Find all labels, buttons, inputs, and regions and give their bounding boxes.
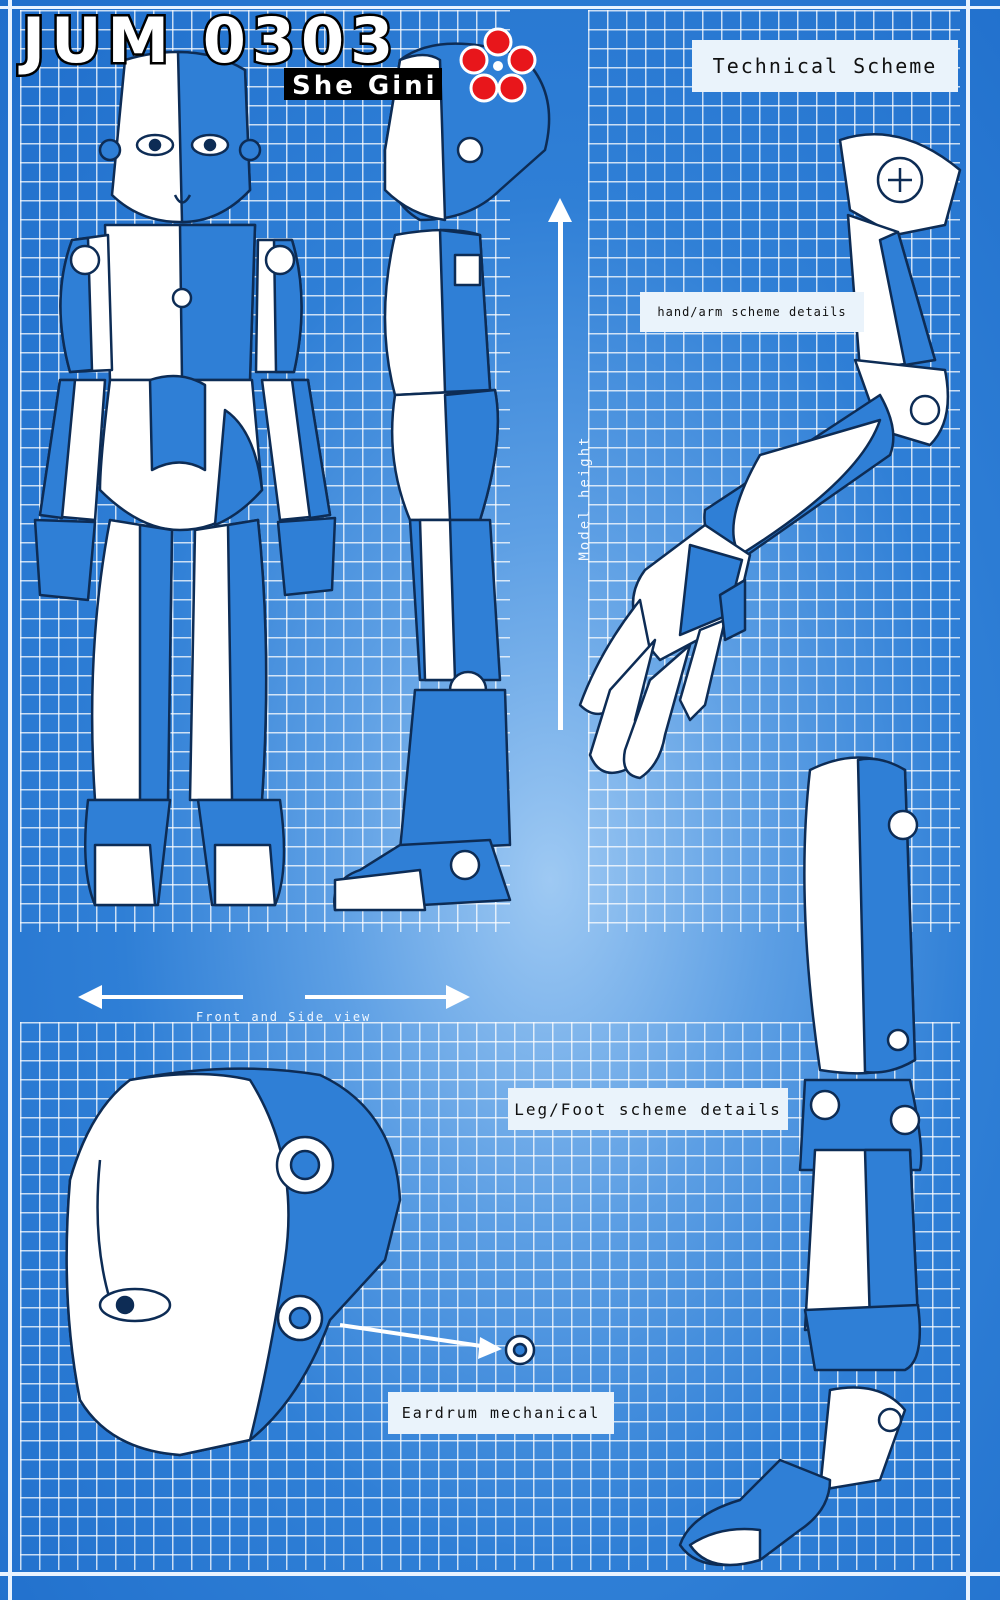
head-detail-figure — [65, 1067, 536, 1457]
frame-right — [966, 0, 970, 1600]
side-view-figure — [333, 42, 551, 912]
logo-title: JUM 0303 She Gini — [16, 2, 537, 103]
leg-detail-figure — [678, 756, 923, 1567]
eardrum-label: Eardrum mechanical — [388, 1392, 614, 1434]
model-height-label: Model height — [577, 435, 593, 561]
frame-left — [8, 0, 12, 1600]
frame-bottom — [0, 1572, 1000, 1576]
arm-detail-figure — [578, 133, 962, 780]
front-side-label: Front and Side view — [196, 1010, 372, 1024]
eardrum-pointer-arrow — [339, 1323, 502, 1359]
technical-scheme-label: Technical Scheme — [692, 40, 958, 92]
logo-subtitle: She Gini — [292, 71, 438, 101]
front-view-figure — [33, 50, 337, 907]
hand-arm-label: hand/arm scheme details — [640, 292, 864, 332]
logo-subtitle-bg — [284, 68, 442, 100]
leg-foot-label: Leg/Foot scheme details — [508, 1088, 788, 1130]
frame-top — [0, 6, 1000, 9]
dimension-arrows — [78, 198, 572, 1009]
flower-logo-icon — [459, 27, 537, 103]
logo-text: JUM 0303 — [18, 4, 399, 77]
